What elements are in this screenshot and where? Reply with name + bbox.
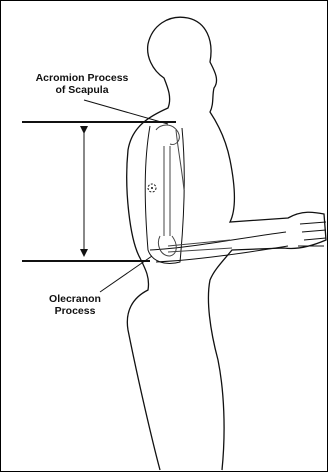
acromion-leader-line [84, 100, 168, 124]
olecranon-label-line2: Process [40, 305, 110, 317]
acromion-label-line2: of Scapula [22, 84, 142, 96]
olecranon-process-label: Olecranon Process [40, 293, 110, 317]
body-silhouette [127, 17, 326, 470]
acromion-label-line1: Acromion Process [22, 72, 142, 84]
acromion-process-label: Acromion Process of Scapula [22, 72, 142, 96]
olecranon-label-line1: Olecranon [40, 293, 110, 305]
